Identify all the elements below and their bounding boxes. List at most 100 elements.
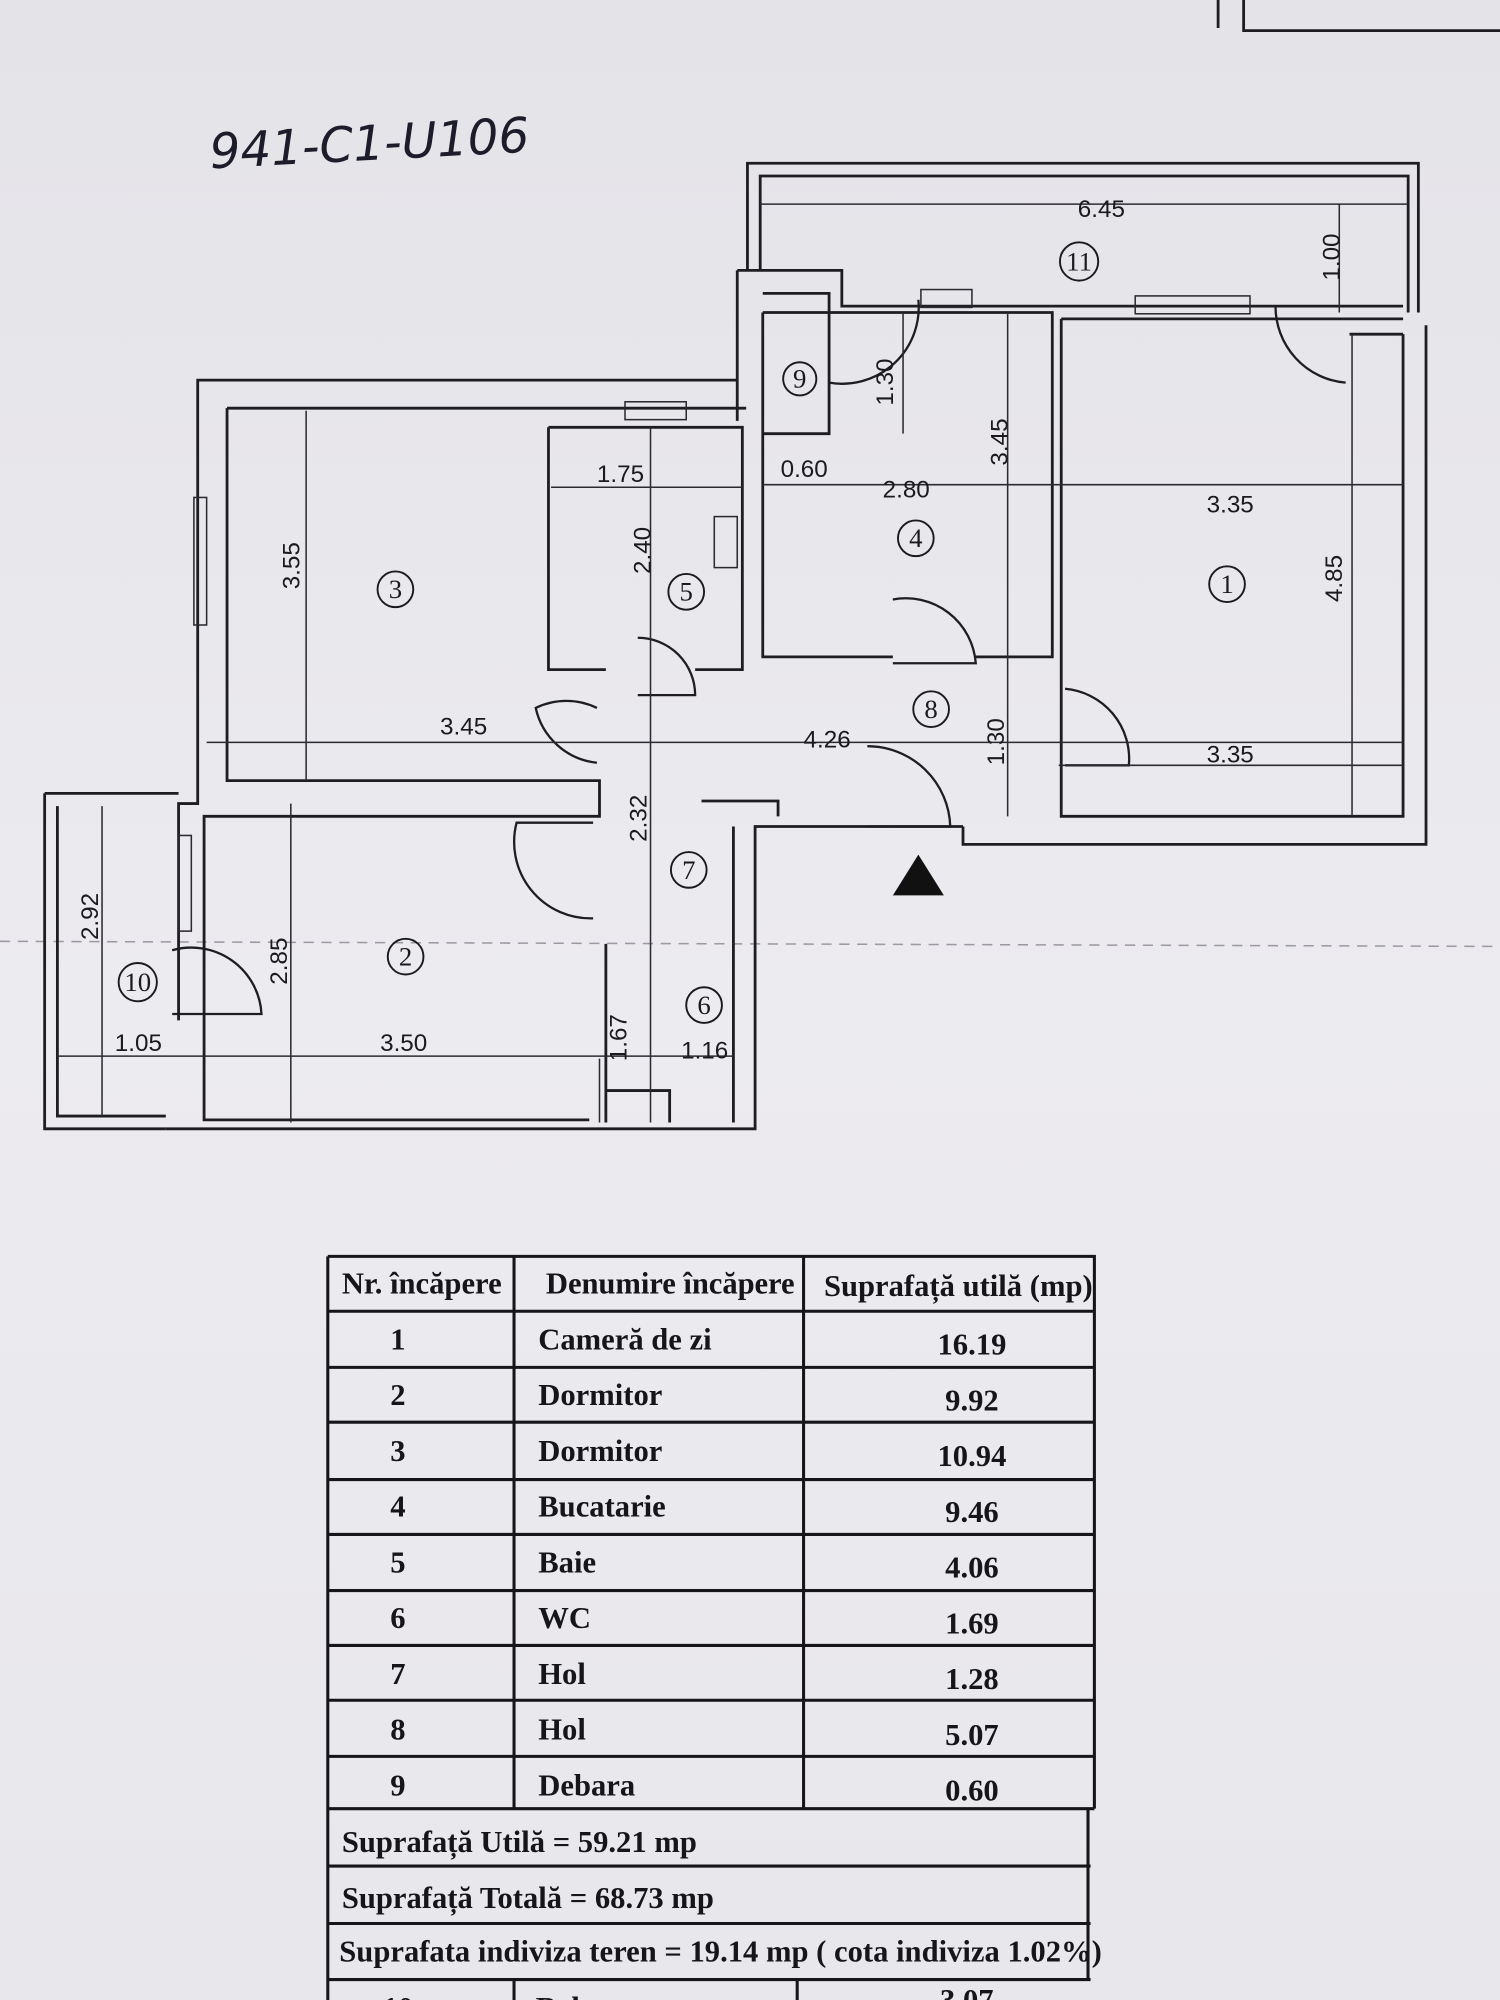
svg-text:10: 10: [124, 967, 151, 997]
partial-row-name: Bal: [536, 1991, 580, 2000]
room-marker-2: 2: [386, 937, 425, 976]
dimension-label: 4.85: [1321, 555, 1348, 602]
dimension-label: 2.85: [266, 938, 293, 985]
cell-area: 4.06: [945, 1551, 999, 1585]
cell-nr: 6: [390, 1601, 405, 1635]
dimension-label: 1.00: [1318, 233, 1345, 280]
suprafata-utila: Suprafață Utilă = 59.21 mp: [342, 1825, 697, 1860]
cell-name: WC: [538, 1601, 591, 1635]
table-row: 6 WC 1.69: [390, 1601, 998, 1640]
cell-nr: 8: [390, 1713, 405, 1747]
cell-name: Debara: [538, 1768, 635, 1802]
cell-area: 10.94: [938, 1439, 1007, 1473]
cell-area: 0.60: [945, 1774, 999, 1808]
dimension-label: 2.80: [883, 476, 930, 503]
dimension-label: 2.32: [626, 795, 653, 842]
dimension-label: 1.67: [605, 1014, 632, 1061]
suprafata-indiviza: Suprafata indiviza teren = 19.14 mp ( co…: [339, 1935, 1102, 1969]
cell-area: 9.92: [945, 1383, 999, 1417]
svg-text:1: 1: [1220, 569, 1233, 599]
cell-name: Bucatarie: [538, 1490, 666, 1524]
dimension-lines: [57, 203, 1409, 1123]
table-row: 9 Debara 0.60: [390, 1768, 998, 1807]
svg-text:5: 5: [680, 577, 693, 607]
dimension-label: 3.50: [380, 1030, 427, 1057]
cell-nr: 9: [390, 1768, 405, 1802]
dimension-label: 4.26: [804, 726, 851, 753]
svg-text:3: 3: [389, 574, 402, 604]
svg-text:2: 2: [399, 942, 412, 972]
room-marker-11: 11: [1058, 241, 1100, 282]
dimension-label: 2.40: [630, 527, 657, 574]
partial-row-area: 3.07: [940, 1983, 994, 2000]
header-area: Suprafață utilă (mp): [824, 1269, 1093, 1304]
table-row: 5 Baie 4.06: [390, 1545, 998, 1584]
north-arrow-icon: [892, 854, 944, 896]
cell-area: 16.19: [938, 1328, 1007, 1362]
cell-name: Baie: [538, 1545, 596, 1579]
room-marker-1: 1: [1208, 565, 1246, 603]
svg-text:7: 7: [682, 855, 695, 885]
doors: [171, 299, 1346, 1016]
handwritten-code: 941-C1-U106: [208, 108, 531, 181]
dimension-label: 3.35: [1207, 492, 1254, 519]
cell-nr: 1: [390, 1322, 405, 1356]
cell-nr: 3: [390, 1434, 405, 1468]
partial-row-nr: 10: [383, 1991, 414, 2000]
window: [920, 288, 973, 309]
dimension-label: 1.75: [597, 461, 644, 488]
dimension-label: 3.45: [440, 714, 487, 741]
dimension-label: 1.16: [681, 1038, 728, 1065]
cell-name: Dormitor: [538, 1378, 662, 1412]
svg-text:4: 4: [909, 523, 922, 553]
room-marker-9: 9: [782, 361, 818, 397]
cell-nr: 2: [390, 1378, 405, 1412]
table-row: 7 Hol 1.28: [390, 1657, 998, 1696]
dimensions: 6.45 1.00 1.30 3.45 1.75 0.60 2.80 3.35 …: [77, 196, 1348, 1065]
cell-nr: 5: [390, 1545, 405, 1579]
cell-area: 5.07: [945, 1718, 999, 1752]
room-marker-6: 6: [685, 986, 723, 1024]
svg-text:6: 6: [697, 990, 710, 1020]
room-marker-8: 8: [912, 690, 950, 728]
room-marker-7: 7: [669, 851, 708, 889]
dimension-label: 1.30: [983, 718, 1010, 765]
window: [177, 834, 193, 932]
paper-fold: [0, 940, 1500, 948]
cell-name: Cameră de zi: [538, 1322, 712, 1356]
suprafata-totala: Suprafață Totală = 68.73 mp: [342, 1881, 714, 1916]
table-row: 2 Dormitor 9.92: [390, 1378, 998, 1417]
dimension-label: 1.05: [115, 1030, 162, 1057]
table-row: 8 Hol 5.07: [390, 1713, 998, 1752]
room-marker-3: 3: [376, 570, 415, 609]
dimension-label: 6.45: [1078, 196, 1125, 223]
walls: [43, 161, 1428, 1131]
dimension-label: 0.60: [781, 456, 828, 483]
header-nr: Nr. încăpere: [342, 1266, 502, 1300]
cell-nr: 4: [390, 1490, 405, 1524]
cell-area: 1.69: [945, 1606, 999, 1640]
svg-text:9: 9: [793, 364, 806, 394]
cell-name: Hol: [538, 1657, 586, 1691]
cell-name: Dormitor: [538, 1434, 662, 1468]
dimension-label: 3.55: [279, 542, 306, 589]
dimension-label: 3.35: [1207, 742, 1254, 769]
window: [624, 401, 687, 421]
svg-text:8: 8: [924, 694, 937, 724]
cell-area: 1.28: [945, 1662, 999, 1696]
cropped-top-boxes: [1216, 0, 1500, 33]
room-marker-5: 5: [667, 573, 706, 611]
dimension-label: 2.92: [77, 893, 104, 940]
table-row: 3 Dormitor 10.94: [390, 1434, 1006, 1473]
window: [193, 496, 208, 626]
room-number-markers: 1 2 3 4 5 6 7 8 9 10 11: [117, 241, 1246, 1024]
dimension-label: 1.30: [872, 358, 899, 405]
cell-nr: 7: [390, 1657, 405, 1691]
table-row: 1 Cameră de zi 16.19: [390, 1322, 1006, 1361]
window: [1134, 295, 1251, 315]
cell-name: Hol: [538, 1713, 586, 1747]
room-marker-4: 4: [897, 519, 935, 558]
